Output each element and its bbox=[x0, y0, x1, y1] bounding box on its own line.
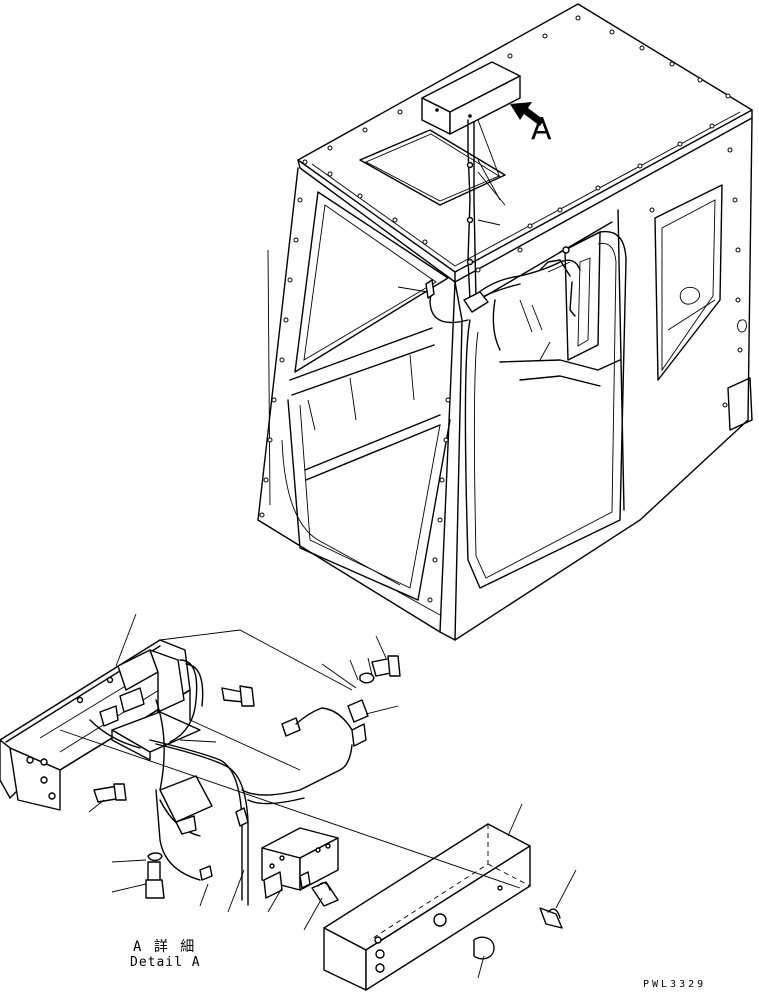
roof-junction-box bbox=[421, 61, 521, 135]
view-arrow-a bbox=[510, 102, 544, 126]
view-marker-label: A bbox=[531, 112, 552, 147]
detail-a-assembly bbox=[0, 629, 563, 991]
detail-title-english: Detail A bbox=[130, 955, 201, 970]
detail-callout-lines bbox=[88, 613, 577, 979]
cab-bolt-holes bbox=[259, 15, 743, 603]
drawing-code: PWL3329 bbox=[643, 979, 707, 990]
detail-title-japanese: A 詳 細 bbox=[133, 939, 197, 955]
cab-wiring-harness bbox=[425, 119, 581, 351]
cab-callout-lines bbox=[397, 119, 571, 333]
